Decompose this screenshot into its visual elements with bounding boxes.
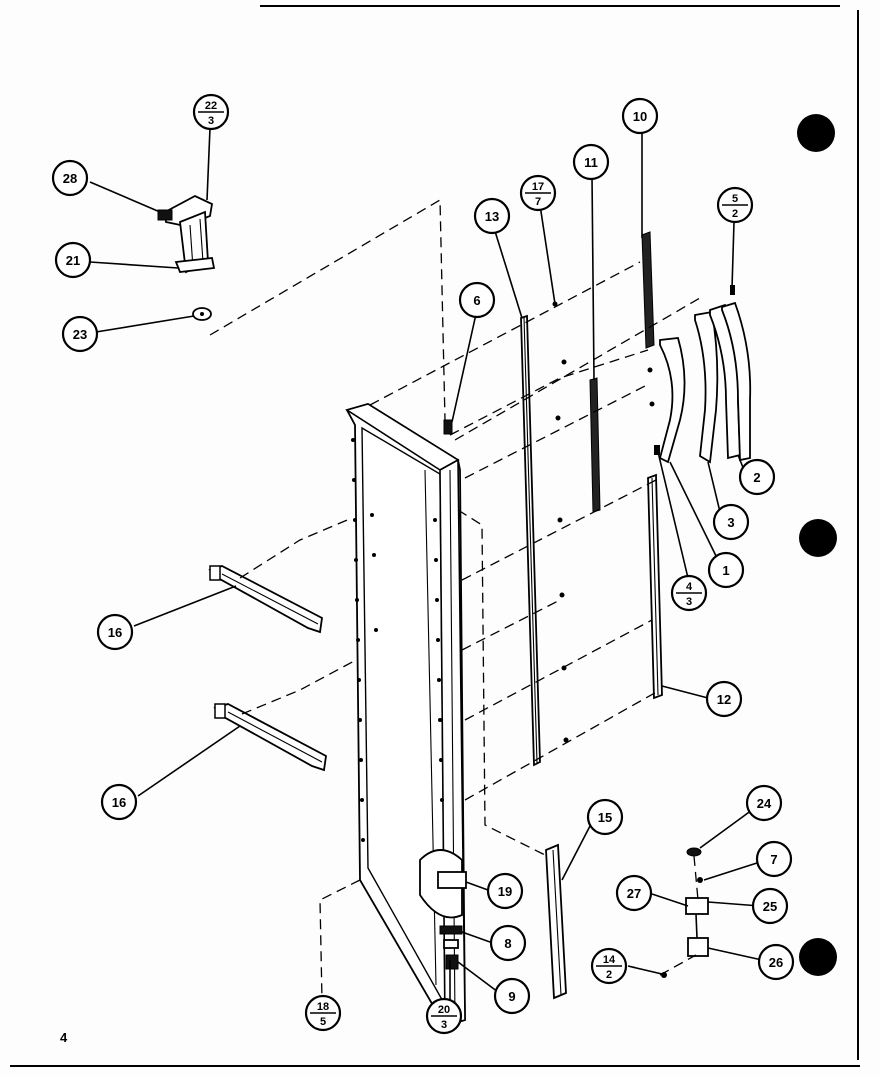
top-hinge-assembly <box>157 194 216 321</box>
callout-number: 28 <box>63 171 77 186</box>
leader-lines <box>89 127 763 993</box>
registration-dot-bottom <box>799 938 837 976</box>
fraction-bottom: 3 <box>208 115 214 127</box>
fraction-bottom: 7 <box>535 196 541 208</box>
fraction-top: 14 <box>603 954 616 966</box>
callout-c21: 21 <box>54 241 92 279</box>
gasket-strip-10 <box>641 231 655 349</box>
fraction-bottom: 2 <box>606 969 612 981</box>
gasket-strip-11 <box>589 377 601 513</box>
callout-c12: 12 <box>705 680 743 718</box>
callout-number: 24 <box>757 796 772 811</box>
callout-number: 10 <box>633 109 647 124</box>
callout-c6: 6 <box>458 281 496 319</box>
callout-c3: 3 <box>712 503 750 541</box>
callout-c24: 24 <box>745 784 783 822</box>
callout-c27: 27 <box>615 874 653 912</box>
registration-dot-middle <box>799 519 837 557</box>
shelf-bracket-lower <box>213 703 327 772</box>
callout-number: 19 <box>498 884 512 899</box>
callout-c1: 1 <box>707 551 745 589</box>
callout-c11: 11 <box>572 143 610 181</box>
callout-c9: 9 <box>493 977 531 1015</box>
door-panel-assembly <box>345 403 466 1028</box>
fraction-callout-f17: 177 <box>519 174 557 212</box>
callout-number: 26 <box>769 955 783 970</box>
callout-number: 15 <box>598 810 612 825</box>
fraction-callout-f18: 185 <box>304 994 342 1032</box>
callout-number: 11 <box>584 155 598 170</box>
handle-3 <box>694 310 719 464</box>
callout-number: 7 <box>770 852 777 867</box>
fraction-bottom: 5 <box>320 1016 326 1028</box>
callout-c2: 2 <box>738 458 776 496</box>
callout-number: 8 <box>504 936 511 951</box>
reference-dashed-lines <box>209 198 701 1001</box>
callout-number: 21 <box>66 253 80 268</box>
page-number: 4 <box>60 1030 68 1045</box>
registration-dot-top <box>797 114 835 152</box>
shelf-bracket-upper <box>208 565 323 634</box>
callout-number: 6 <box>473 293 480 308</box>
fraction-bottom: 2 <box>732 208 738 220</box>
callout-number: 16 <box>108 625 122 640</box>
callout-number: 16 <box>112 795 126 810</box>
callout-number: 13 <box>485 209 499 224</box>
callout-c19: 19 <box>486 872 524 910</box>
door-handle-parts <box>658 301 752 464</box>
callout-c10: 10 <box>621 97 659 135</box>
callout-c28: 28 <box>51 159 89 197</box>
callout-number: 9 <box>508 989 515 1004</box>
page-border <box>10 5 860 1067</box>
callout-number: 2 <box>753 470 760 485</box>
callout-number: 1 <box>722 563 729 578</box>
fraction-top: 18 <box>317 1001 329 1013</box>
fraction-callout-f14: 142 <box>590 947 628 985</box>
callout-c23: 23 <box>61 315 99 353</box>
trim-strip-13 <box>520 314 541 767</box>
callout-number: 23 <box>73 327 87 342</box>
callout-c16a: 16 <box>96 613 134 651</box>
fraction-top: 22 <box>205 100 217 112</box>
callout-number: 3 <box>727 515 734 530</box>
handle-1 <box>658 337 686 464</box>
fraction-callout-f22: 223 <box>192 93 230 131</box>
callout-c8: 8 <box>489 924 527 962</box>
callout-number: 27 <box>627 886 641 901</box>
fraction-callout-f20: 203 <box>425 997 463 1035</box>
callout-c16b: 16 <box>100 783 138 821</box>
lower-right-hardware <box>661 847 709 978</box>
fraction-bottom: 3 <box>686 596 692 608</box>
callout-number: 12 <box>717 692 731 707</box>
trim-strip-15 <box>545 843 567 1000</box>
fraction-callout-f4: 43 <box>670 574 708 612</box>
fraction-top: 17 <box>532 181 544 193</box>
fraction-top: 5 <box>732 193 738 205</box>
gasket-strip-12 <box>647 473 663 700</box>
callout-number: 25 <box>763 899 777 914</box>
callout-c25: 25 <box>751 887 789 925</box>
fraction-top: 20 <box>438 1004 450 1016</box>
callout-c7: 7 <box>755 840 793 878</box>
fraction-bottom: 3 <box>441 1019 447 1031</box>
fraction-callout-f5: 52 <box>716 186 754 224</box>
callout-c13: 13 <box>473 197 511 235</box>
callout-c15: 15 <box>586 798 624 836</box>
fraction-top: 4 <box>686 581 693 593</box>
callout-c26: 26 <box>757 943 795 981</box>
